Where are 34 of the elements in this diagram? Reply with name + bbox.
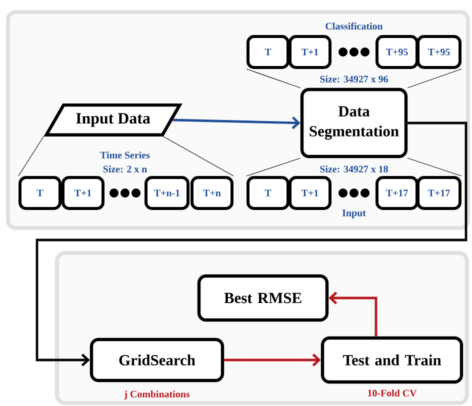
arrow bbox=[172, 116, 300, 130]
connector-line bbox=[407, 68, 462, 88]
data-cell: T+1 bbox=[288, 35, 332, 69]
arrow bbox=[224, 354, 321, 366]
arrow bbox=[36, 122, 468, 366]
process-box: Best RMSE bbox=[197, 274, 329, 322]
process-box: GridSearch bbox=[90, 338, 224, 382]
size-label: Input bbox=[342, 210, 366, 218]
size-label: Size: 34927 x 18 bbox=[320, 165, 388, 173]
node-caption: j Combinations bbox=[124, 390, 190, 400]
data-cell: T+17 bbox=[416, 176, 462, 210]
connector-line bbox=[163, 136, 234, 176]
arrow bbox=[328, 292, 378, 336]
data-cell: T+1 bbox=[62, 176, 104, 210]
data-cell: T+n-1 bbox=[144, 176, 190, 210]
data-cell: T bbox=[18, 176, 62, 210]
process-box: Data Segmentation bbox=[300, 88, 408, 158]
data-cell: T+n bbox=[190, 176, 234, 210]
data-cell: T+95 bbox=[376, 35, 418, 69]
data-cell: T+17 bbox=[376, 176, 418, 210]
size-label: Size: 34927 x 96 bbox=[320, 75, 388, 83]
data-cell: T+1 bbox=[288, 176, 332, 210]
connector-line bbox=[246, 158, 301, 176]
process-box: Test and Train bbox=[320, 336, 464, 384]
size-label: Classification bbox=[326, 22, 383, 30]
node-caption: 10-Fold CV bbox=[368, 389, 417, 397]
connector-line bbox=[18, 136, 44, 176]
size-label: Time Series bbox=[100, 151, 150, 158]
connector-line bbox=[407, 158, 462, 176]
data-cell: T bbox=[246, 176, 290, 210]
data-cell: T+95 bbox=[416, 35, 462, 69]
connector-line bbox=[246, 68, 301, 88]
data-cell: T bbox=[246, 35, 290, 69]
size-label: Size: 2 x n bbox=[103, 165, 147, 173]
